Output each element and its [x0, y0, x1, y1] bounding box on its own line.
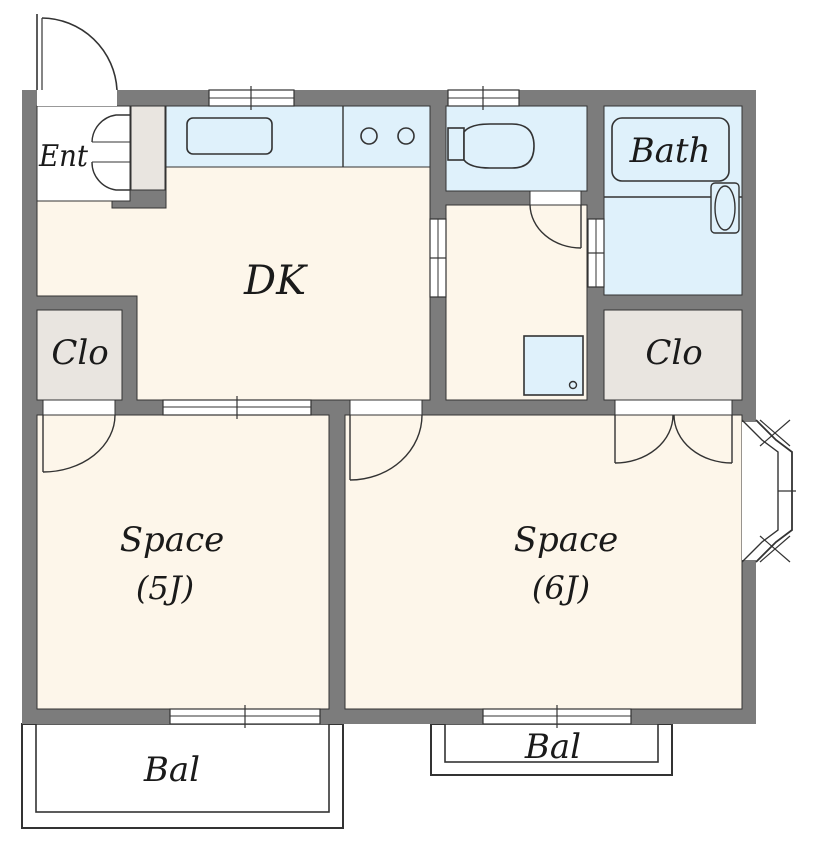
window-kitchen [208, 86, 295, 110]
space-5j-size: (5J) [136, 569, 194, 607]
sliding-door-dk-space [162, 396, 312, 419]
closet-right-doors [614, 399, 733, 464]
sliding-door-dk-washroom [429, 218, 447, 298]
window-space-5j [169, 705, 321, 728]
stove-icon [360, 127, 415, 145]
shoe-cabinet [130, 105, 166, 191]
balcony-left-label: Bal [143, 750, 200, 790]
entrance-shoe-closet-doors [91, 114, 130, 191]
bathtub-icon [604, 117, 742, 234]
closet-right [603, 309, 743, 401]
space-6j-door [349, 399, 423, 481]
closet-left [36, 309, 123, 401]
dk-floor [36, 166, 431, 401]
balcony-left [21, 723, 344, 829]
washing-machine-pan-icon [523, 335, 584, 396]
bath-label: Bath [629, 131, 711, 171]
dk-label: DK [243, 258, 308, 304]
kitchen-sink-icon [186, 117, 273, 155]
space-5j-floor [36, 414, 330, 710]
space-6j-floor [344, 414, 743, 710]
closet-left-door [42, 399, 116, 473]
closet-right-label: Clo [645, 333, 702, 373]
window-toilet [447, 86, 520, 110]
front-door [36, 14, 118, 106]
closet-left-label: Clo [51, 333, 108, 373]
window-space-6j [482, 705, 632, 728]
space-5j-label: Space [120, 520, 225, 560]
toilet-icon [447, 123, 535, 169]
entrance-label: Ent [38, 138, 88, 173]
toilet-door [529, 190, 582, 249]
sliding-door-washroom-bath [587, 218, 605, 288]
bay-window [741, 419, 796, 563]
space-6j-label: Space [514, 520, 619, 560]
space-6j-size: (6J) [532, 569, 590, 607]
balcony-right-label: Bal [524, 727, 581, 767]
